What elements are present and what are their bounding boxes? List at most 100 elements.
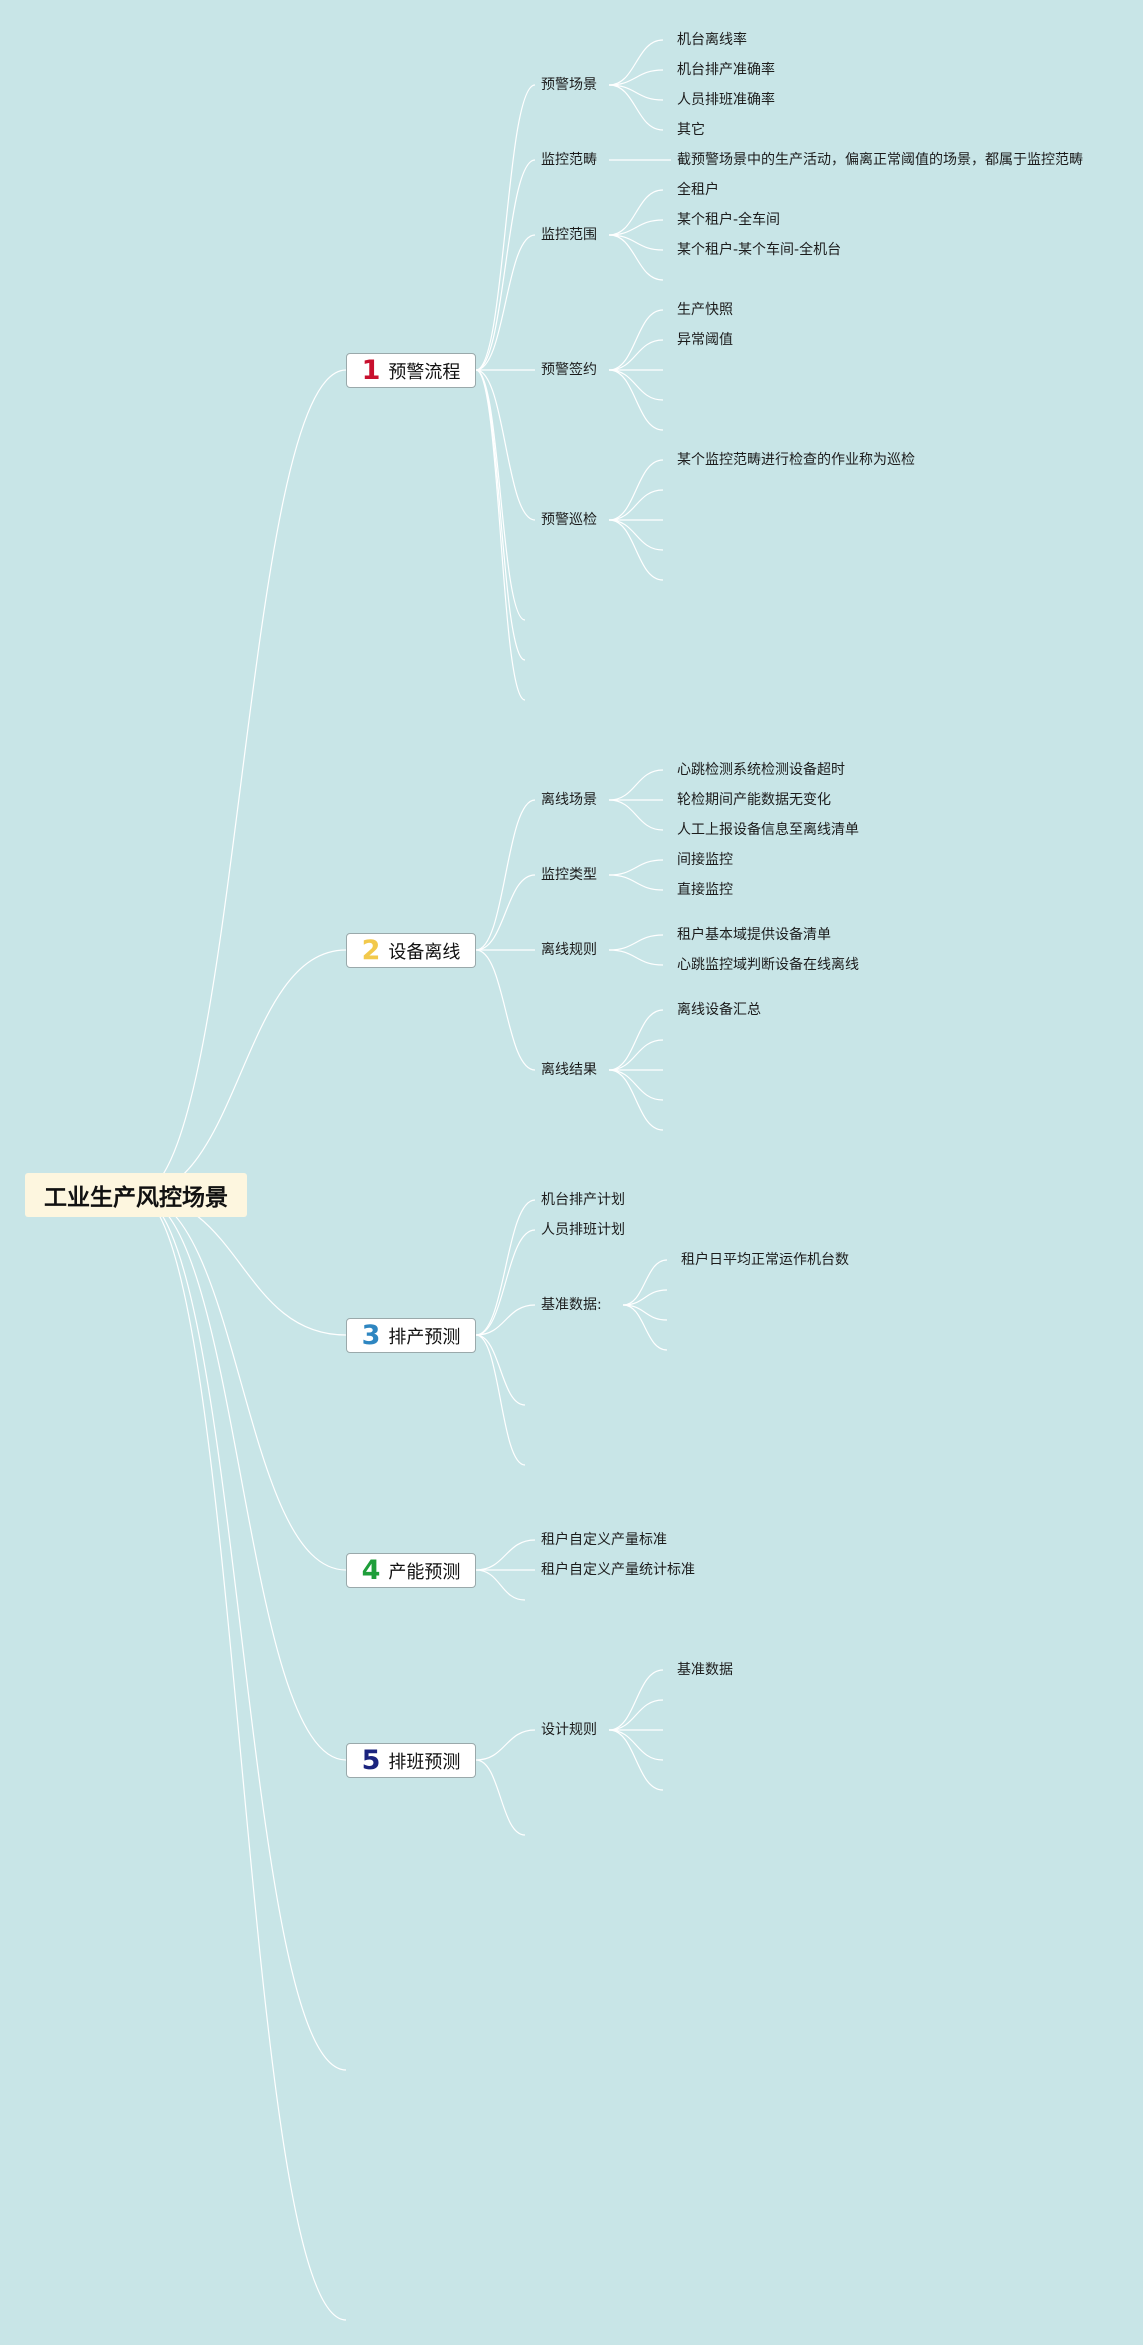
leaf-label[interactable]: 租户日平均正常运作机台数 <box>681 1252 849 1268</box>
subtopic-label[interactable]: 人员排班计划 <box>541 1222 625 1238</box>
leaf-branch <box>622 1304 668 1351</box>
leaf-branch <box>608 234 664 281</box>
leaf-label[interactable]: 间接监控 <box>677 852 733 868</box>
root-branch <box>135 1194 347 1571</box>
topic-label: 预警流程 <box>388 361 461 383</box>
leaf-branch <box>608 39 664 86</box>
leaf-label[interactable]: 某个租户-某个车间-全机台 <box>677 242 842 258</box>
leaf-branch <box>608 234 664 251</box>
leaf-branch <box>608 1039 664 1071</box>
leaf-branch <box>608 459 664 521</box>
subtopic-label[interactable]: 监控范围 <box>541 227 597 243</box>
subtopic-label[interactable]: 监控类型 <box>541 867 597 883</box>
topic-branch <box>475 874 536 951</box>
root-branch <box>135 369 347 1196</box>
leaf-label[interactable]: 轮检期间产能数据无变化 <box>677 792 831 808</box>
topic-branch <box>475 1304 536 1336</box>
leaf-label[interactable]: 人员排班准确率 <box>677 92 775 108</box>
leaf-branch <box>622 1259 668 1306</box>
leaf-label[interactable]: 人工上报设备信息至离线清单 <box>677 822 859 838</box>
leaf-label[interactable]: 心跳检测系统检测设备超时 <box>677 762 845 778</box>
leaf-branch <box>608 949 664 966</box>
leaf-branch <box>608 1069 664 1131</box>
leaf-branch <box>608 84 664 131</box>
leaf-label[interactable]: 机台离线率 <box>677 32 747 48</box>
topic-production-forecast[interactable]: 3 排产预测 <box>346 1318 476 1353</box>
topic-branch <box>475 369 526 661</box>
leaf-branch <box>608 189 664 236</box>
subtopic-label[interactable]: 离线规则 <box>541 942 597 958</box>
leaf-branch <box>608 369 664 431</box>
topic-number: 5 <box>361 1745 381 1776</box>
subtopic-label[interactable]: 机台排产计划 <box>541 1192 625 1208</box>
leaf-branch <box>608 309 664 371</box>
leaf-branch <box>608 519 664 581</box>
subtopic-label[interactable]: 离线场景 <box>541 792 597 808</box>
topic-shift-forecast[interactable]: 5 排班预测 <box>346 1743 476 1778</box>
root-topic-label: 工业生产风控场景 <box>44 1185 228 1211</box>
leaf-label[interactable]: 机台排产准确率 <box>677 62 775 78</box>
leaf-branch <box>608 859 664 876</box>
topic-number: 2 <box>361 935 381 966</box>
root-topic[interactable]: 工业生产风控场景 <box>25 1173 247 1217</box>
leaf-label[interactable]: 某个监控范畴进行检查的作业称为巡检 <box>677 452 915 468</box>
leaf-branch <box>608 874 664 891</box>
topic-branch <box>475 799 536 951</box>
leaf-branch <box>622 1289 668 1306</box>
root-branch <box>135 1194 347 1761</box>
topic-warning-process[interactable]: 1 预警流程 <box>346 353 476 388</box>
leaf-branch <box>608 519 664 551</box>
leaf-label[interactable]: 全租户 <box>677 182 719 198</box>
subtopic-label[interactable]: 基准数据: <box>541 1297 602 1313</box>
leaf-branch <box>608 84 664 101</box>
leaf-branch <box>608 799 664 831</box>
topic-branch <box>475 84 536 371</box>
subtopic-label[interactable]: 预警签约 <box>541 362 597 378</box>
leaf-label[interactable]: 基准数据 <box>677 1662 733 1678</box>
leaf-branch <box>608 369 664 401</box>
topic-label: 排班预测 <box>388 1751 461 1773</box>
leaf-label[interactable]: 异常阈值 <box>677 332 733 348</box>
subtopic-label[interactable]: 预警巡检 <box>541 512 597 528</box>
topic-branch <box>475 1334 526 1466</box>
topic-branch <box>475 1569 526 1601</box>
subtopic-label[interactable]: 租户自定义产量标准 <box>541 1532 667 1548</box>
leaf-label[interactable]: 其它 <box>677 122 705 138</box>
topic-label: 产能预测 <box>388 1561 461 1583</box>
leaf-label[interactable]: 截预警场景中的生产活动，偏离正常阈值的场景，都属于监控范畴 <box>677 152 1083 168</box>
topic-branch <box>475 1759 526 1836</box>
leaf-branch <box>608 1069 664 1101</box>
leaf-label[interactable]: 某个租户-全车间 <box>677 212 781 228</box>
leaf-label[interactable]: 租户基本域提供设备清单 <box>677 927 831 943</box>
topic-branch <box>475 159 536 371</box>
topic-device-offline[interactable]: 2 设备离线 <box>346 933 476 968</box>
root-branch-empty <box>135 1194 347 2321</box>
subtopic-label[interactable]: 租户自定义产量统计标准 <box>541 1562 695 1578</box>
root-branch <box>135 949 347 1196</box>
subtopic-label[interactable]: 监控范畴 <box>541 152 597 168</box>
topic-branch <box>475 1539 536 1571</box>
topic-number: 1 <box>361 355 381 386</box>
topic-branch <box>475 1729 536 1761</box>
leaf-branch <box>608 1009 664 1071</box>
topic-branch <box>475 1334 526 1406</box>
leaf-branch <box>608 1669 664 1731</box>
subtopic-label[interactable]: 设计规则 <box>541 1722 597 1738</box>
subtopic-label[interactable]: 预警场景 <box>541 77 597 93</box>
topic-label: 设备离线 <box>388 941 461 963</box>
leaf-label[interactable]: 生产快照 <box>677 302 733 318</box>
leaf-branch <box>608 489 664 521</box>
topic-branch <box>475 369 536 521</box>
leaf-branch <box>608 769 664 801</box>
leaf-label[interactable]: 心跳监控域判断设备在线离线 <box>677 957 859 973</box>
topic-capacity-forecast[interactable]: 4 产能预测 <box>346 1553 476 1588</box>
subtopic-label[interactable]: 离线结果 <box>541 1062 597 1078</box>
leaf-label[interactable]: 离线设备汇总 <box>677 1002 761 1018</box>
leaf-branch <box>608 219 664 236</box>
leaf-branch <box>608 1729 664 1791</box>
leaf-label[interactable]: 直接监控 <box>677 882 733 898</box>
leaf-branch <box>608 339 664 371</box>
topic-branch <box>475 949 536 1071</box>
